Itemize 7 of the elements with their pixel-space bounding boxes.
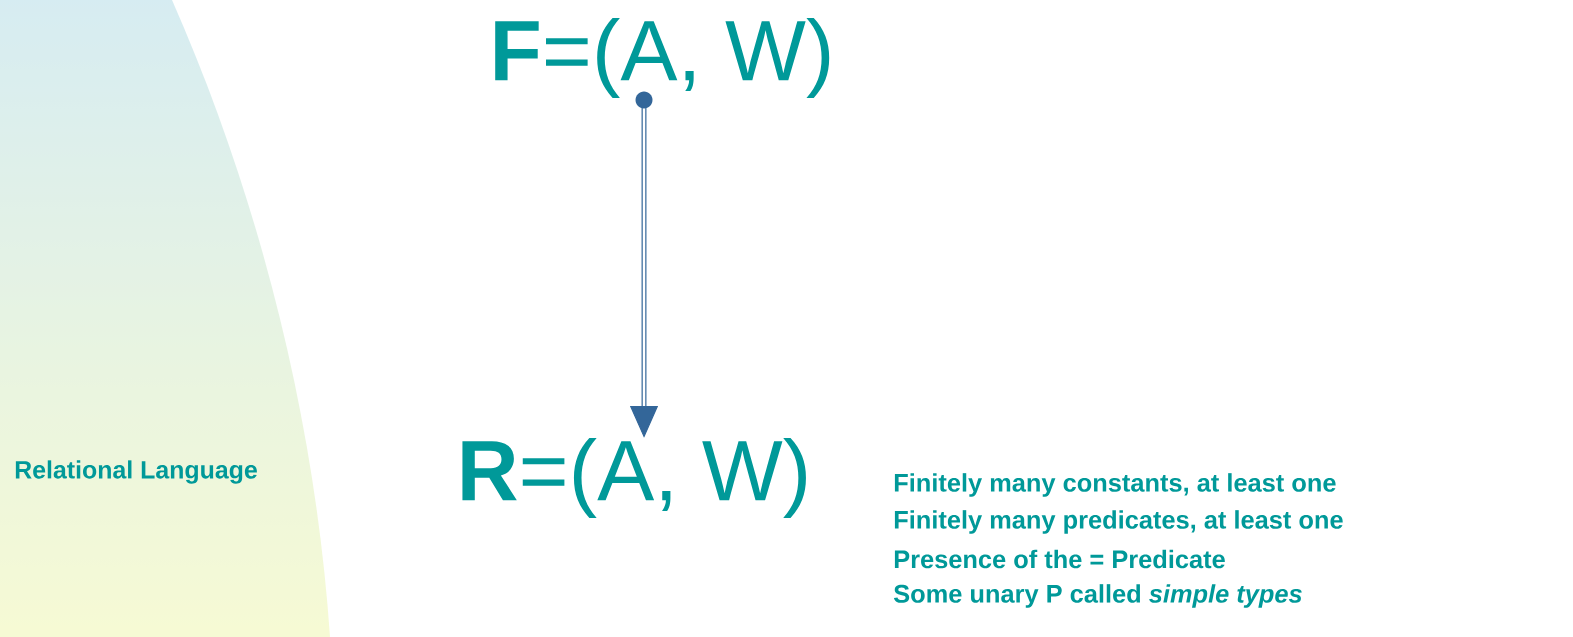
side-label: Relational Language: [15, 460, 257, 484]
list-line: Finitely many constants, at least one: [894, 473, 1336, 497]
formula-text: F=(A, W): [495, 18, 830, 98]
list-line: Finitely many predicates, at least one: [894, 510, 1343, 534]
list-line: Presence of the = Predicate: [894, 549, 1225, 569]
list-line: Some unary P called simple types: [893, 584, 1302, 608]
formula-text: R=(A, W): [462, 438, 806, 518]
